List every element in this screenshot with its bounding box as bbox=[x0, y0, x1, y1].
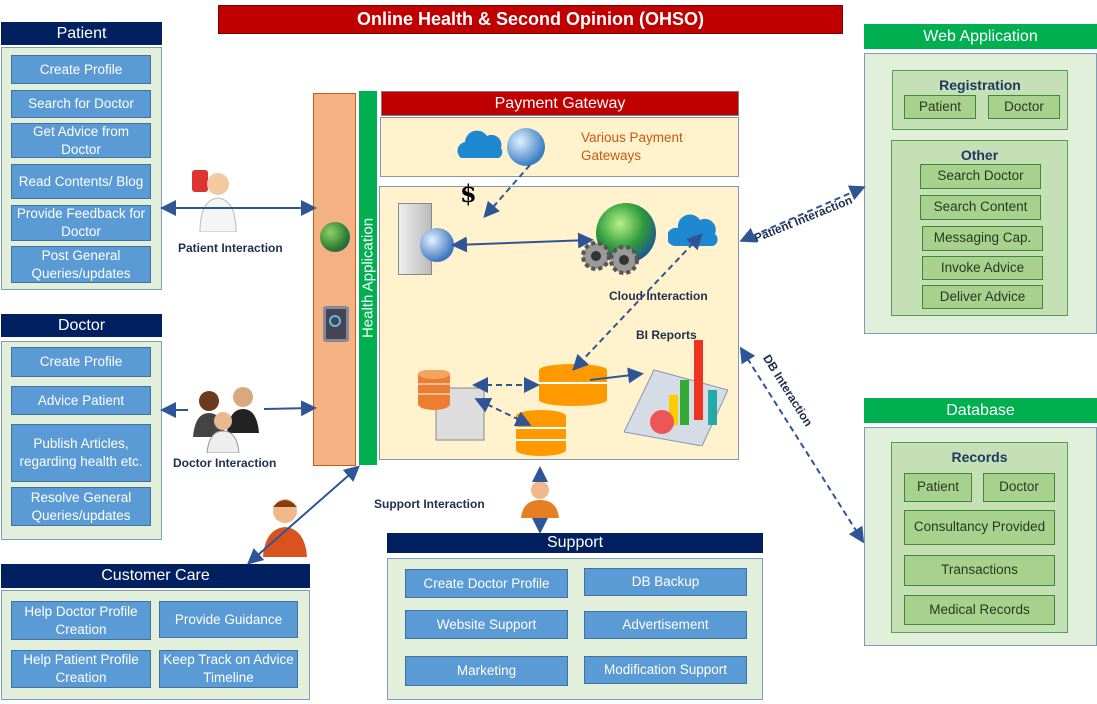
health-application-label: Health Application bbox=[359, 217, 377, 339]
payment-gateway-panel bbox=[380, 117, 739, 177]
db-interaction-label: DB Interaction bbox=[760, 352, 816, 429]
page-title: Online Health & Second Opinion (OHSO) bbox=[218, 5, 843, 34]
database-header: Database bbox=[864, 398, 1097, 423]
interface-bar bbox=[313, 93, 356, 466]
patient-header: Patient bbox=[1, 22, 162, 45]
web-patient-interaction-label: Patient Interaction bbox=[752, 192, 855, 245]
customer-care-header: Customer Care bbox=[1, 564, 310, 588]
patient-search-doctor[interactable]: Search for Doctor bbox=[11, 90, 151, 118]
support-db-backup[interactable]: DB Backup bbox=[584, 568, 747, 596]
doctor-interaction-label: Doctor Interaction bbox=[173, 456, 277, 470]
web-search-content[interactable]: Search Content bbox=[920, 195, 1041, 220]
doctor-advice-patient[interactable]: Advice Patient bbox=[11, 386, 151, 415]
dollar-icon: $ bbox=[460, 179, 477, 208]
support-advertisement[interactable]: Advertisement bbox=[584, 611, 747, 639]
doctor-group-icon bbox=[189, 385, 263, 454]
patient-read-contents[interactable]: Read Contents/ Blog bbox=[11, 164, 151, 199]
bi-reports-chart-icon bbox=[623, 340, 729, 447]
doctor-arrow-right bbox=[263, 400, 317, 417]
customer-care-agent-icon bbox=[259, 493, 311, 557]
web-messaging[interactable]: Messaging Cap. bbox=[922, 226, 1043, 251]
globe-icon bbox=[420, 228, 454, 262]
web-browser-icon bbox=[320, 222, 350, 252]
gears-icon bbox=[580, 236, 640, 278]
cc-help-patient-profile[interactable]: Help Patient Profile Creation bbox=[11, 650, 151, 688]
database-icon-main bbox=[539, 364, 607, 406]
payment-gateways-text: Various Payment Gateways bbox=[581, 130, 683, 164]
support-marketing[interactable]: Marketing bbox=[405, 656, 568, 686]
db-interaction-arrow bbox=[739, 346, 865, 544]
patient-interaction-label: Patient Interaction bbox=[178, 241, 283, 255]
web-deliver-advice[interactable]: Deliver Advice bbox=[922, 285, 1043, 309]
database-server-icon bbox=[418, 369, 486, 442]
support-interaction-label: Support Interaction bbox=[374, 497, 485, 511]
patient-create-profile[interactable]: Create Profile bbox=[11, 55, 151, 84]
patient-get-advice[interactable]: Get Advice from Doctor bbox=[11, 123, 151, 158]
web-application-header: Web Application bbox=[864, 24, 1097, 49]
support-person-icon bbox=[517, 478, 563, 518]
support-header: Support bbox=[387, 533, 763, 553]
health-application-bar bbox=[359, 91, 377, 465]
support-create-doctor-profile[interactable]: Create Doctor Profile bbox=[405, 569, 568, 598]
doctor-header: Doctor bbox=[1, 314, 162, 337]
doctor-resolve-queries[interactable]: Resolve General Queries/updates bbox=[11, 487, 151, 526]
cloud-interaction-label: Cloud Interaction bbox=[609, 289, 708, 303]
records-title: Records bbox=[951, 449, 1008, 465]
database-icon-backup bbox=[516, 410, 566, 456]
web-registration-doctor[interactable]: Doctor bbox=[988, 95, 1060, 119]
web-search-doctor[interactable]: Search Doctor bbox=[920, 164, 1041, 189]
db-doctor[interactable]: Doctor bbox=[983, 473, 1055, 502]
cloud-icon-small bbox=[666, 212, 720, 246]
db-medical-records[interactable]: Medical Records bbox=[904, 595, 1055, 625]
payment-gateway-header: Payment Gateway bbox=[381, 91, 739, 116]
db-patient[interactable]: Patient bbox=[904, 473, 972, 502]
other-title: Other bbox=[960, 147, 999, 163]
support-website[interactable]: Website Support bbox=[405, 610, 568, 639]
support-modification[interactable]: Modification Support bbox=[584, 656, 747, 684]
cc-keep-track[interactable]: Keep Track on Advice Timeline bbox=[159, 650, 298, 688]
web-invoke-advice[interactable]: Invoke Advice bbox=[922, 256, 1043, 280]
globe-gear-icon bbox=[507, 128, 545, 166]
tablet-search-icon bbox=[323, 306, 349, 342]
patient-provide-feedback[interactable]: Provide Feedback for Doctor bbox=[11, 205, 151, 241]
doctor-publish-articles[interactable]: Publish Articles, regarding health etc. bbox=[11, 424, 151, 482]
web-registration-patient[interactable]: Patient bbox=[904, 95, 976, 119]
patient-post-queries[interactable]: Post General Queries/updates bbox=[11, 246, 151, 283]
cloud-icon bbox=[455, 128, 505, 158]
db-transactions[interactable]: Transactions bbox=[904, 555, 1055, 586]
db-consultancy[interactable]: Consultancy Provided bbox=[904, 510, 1055, 545]
cc-provide-guidance[interactable]: Provide Guidance bbox=[159, 601, 298, 638]
cc-help-doctor-profile[interactable]: Help Doctor Profile Creation bbox=[11, 601, 151, 640]
doctor-create-profile[interactable]: Create Profile bbox=[11, 347, 151, 377]
patient-person-icon bbox=[190, 166, 240, 233]
registration-title: Registration bbox=[939, 77, 1021, 93]
